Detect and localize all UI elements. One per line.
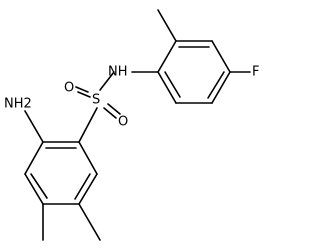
ring-right xyxy=(157,40,231,104)
bond-ring-left-lower-left xyxy=(24,173,44,205)
bond-ring-right-upper-left xyxy=(157,40,177,73)
nh-label: NH xyxy=(108,65,128,80)
bond-s-o2-b xyxy=(107,103,121,115)
bond-ring-to-sulfur xyxy=(78,107,98,143)
double-bond-ring-left-lower-left xyxy=(30,173,48,199)
ring-left xyxy=(24,141,98,205)
oxygen-label-lower: O xyxy=(118,115,128,130)
bond-methyl-right xyxy=(78,203,101,241)
amino-label: NH2 xyxy=(4,97,32,112)
bond-ring-right-upper-right xyxy=(211,40,231,73)
molecule-drawing: NH2 S O O NH F xyxy=(4,9,259,241)
bond-methyl-right-ring xyxy=(157,9,177,42)
structure-canvas: NH2 S O O NH F xyxy=(4,9,260,241)
bond-s-o1-a xyxy=(75,86,89,93)
bond-ring-left-lower-right xyxy=(78,173,98,205)
bond-amino xyxy=(24,110,44,143)
bond-s-o2-a xyxy=(103,107,117,119)
fluorine-label: F xyxy=(252,65,259,80)
double-bond-ring-right-lower-right xyxy=(207,71,225,99)
double-bond-ring-right-lower-left xyxy=(164,71,181,98)
bond-ring-right-lower-left xyxy=(157,71,177,104)
bond-ring-left-upper-left xyxy=(24,141,44,175)
bond-ring-left-upper-right xyxy=(78,141,98,175)
sulfur-label: S xyxy=(92,93,100,108)
bond-s-o1-b xyxy=(77,91,91,98)
bond-s-n xyxy=(99,71,115,91)
bond-ring-right-lower-right xyxy=(211,71,231,104)
double-bond-ring-left-lower-right xyxy=(74,173,91,200)
oxygen-label-upper: O xyxy=(64,81,74,96)
